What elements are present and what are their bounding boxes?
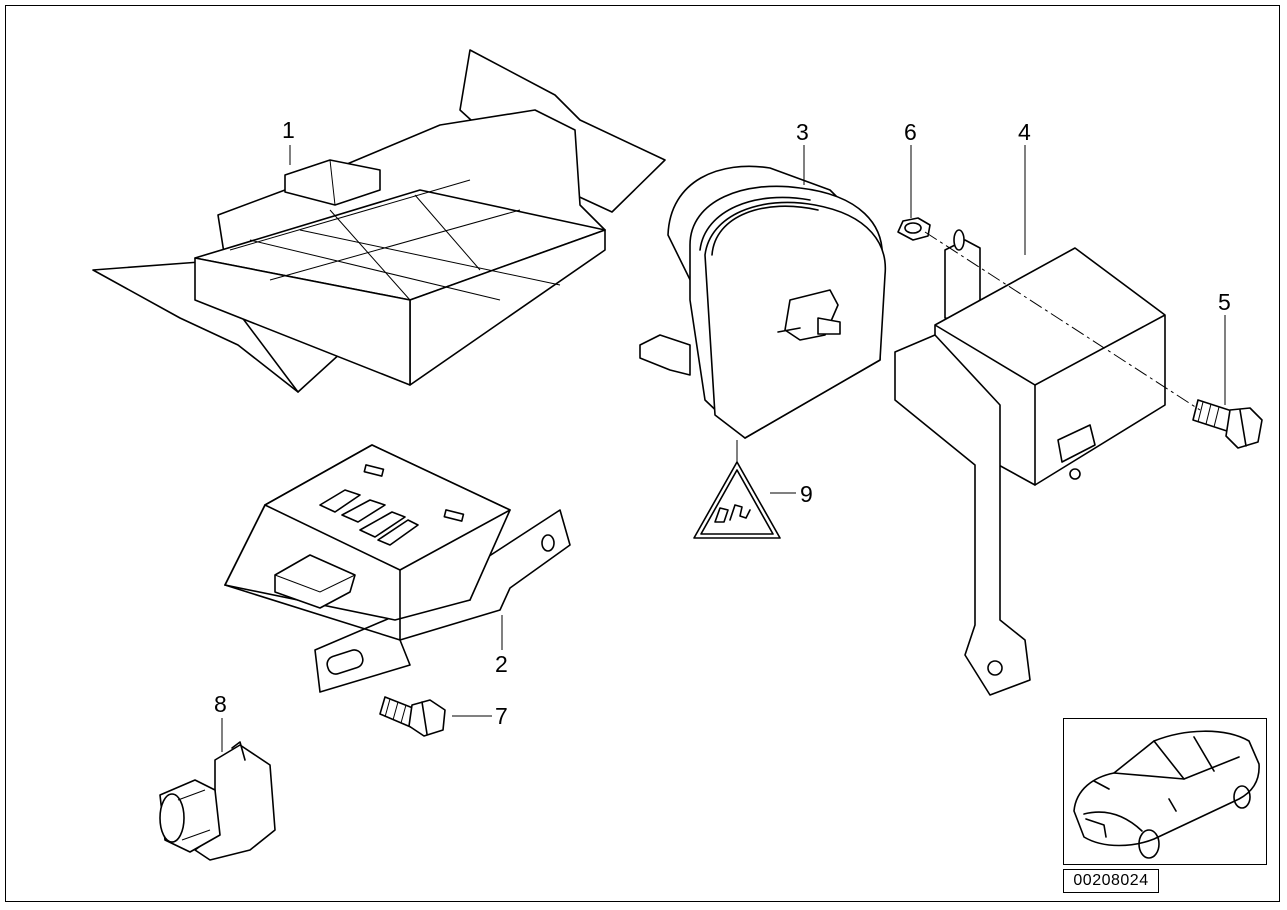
part-1-control-unit-tray[interactable] [92,49,666,393]
callout-6: 6 [904,119,917,145]
callout-9: 9 [800,481,813,507]
part-3-siren[interactable] [639,165,887,439]
callout-8: 8 [214,691,227,717]
callout-2: 2 [495,651,508,677]
part-2-module-bracket[interactable] [224,444,571,693]
callout-4: 4 [1018,119,1031,145]
diagram-frame [5,5,1280,902]
car-icon [1073,730,1260,859]
part-4-mounting-bracket[interactable] [894,229,1166,696]
diagram-id-label: 00208024 [1063,869,1159,893]
callout-3: 3 [796,119,809,145]
part-6-nut[interactable] [897,217,931,241]
leader-lines [221,145,1226,752]
callout-numbers: 1 2 3 4 5 6 7 8 9 [214,117,1231,729]
part-8-sensor[interactable] [159,741,276,861]
callout-7: 7 [495,703,508,729]
callout-5: 5 [1218,289,1231,315]
part-7-bolt[interactable] [379,696,446,737]
vehicle-location-inset [1063,718,1267,865]
part-5-bolt[interactable] [1192,399,1263,449]
part-9-warning-label[interactable] [693,461,781,539]
callout-1: 1 [282,117,295,143]
